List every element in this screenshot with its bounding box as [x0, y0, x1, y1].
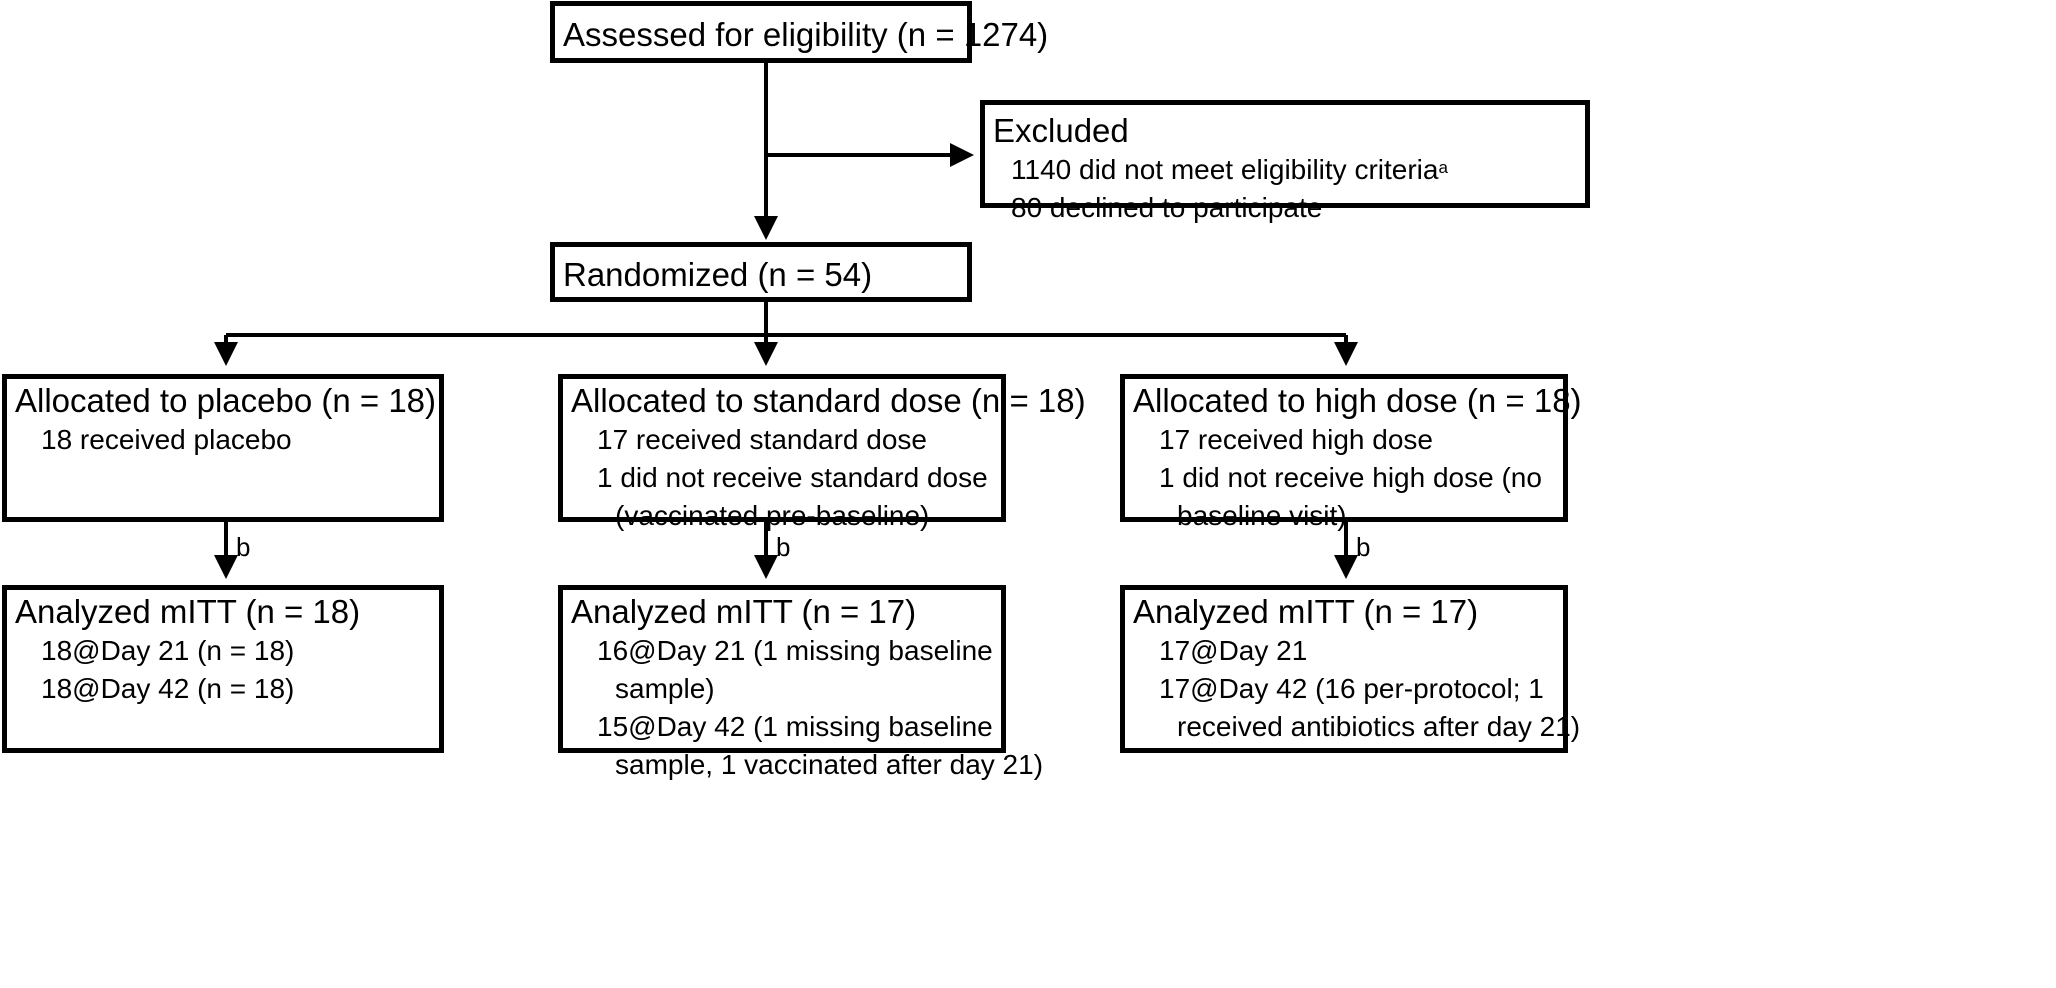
analysis-standard-item: 15@Day 42 (1 missing baseline: [597, 711, 993, 742]
assessed-box: Assessed for eligibility (n = 1274): [550, 1, 1049, 63]
analysis-high-item: 17@Day 42 (16 per-protocol; 1: [1159, 673, 1544, 704]
allocation-placebo-title: Allocated to placebo (n = 18): [15, 382, 437, 419]
allocation-high-item-continued: baseline visit): [1177, 500, 1347, 531]
allocation-standard-item-continued: (vaccinated pre-baseline): [615, 500, 930, 531]
analysis-placebo-item: 18@Day 42 (n = 18): [41, 673, 295, 704]
analysis-placebo-box: Analyzed mITT (n = 18) 18@Day 21 (n = 18…: [2, 585, 444, 753]
analysis-standard-item-continued: sample): [615, 673, 715, 704]
footnote-b-high: b: [1356, 532, 1371, 562]
analysis-high-box: Analyzed mITT (n = 17) 17@Day 21 17@Day …: [1120, 585, 1581, 753]
allocation-standard-item: 17 received standard dose: [597, 424, 927, 455]
footnote-b-standard: b: [776, 532, 791, 562]
analysis-high-item: 17@Day 21: [1159, 635, 1308, 666]
allocation-standard-item: 1 did not receive standard dose: [597, 462, 988, 493]
allocation-standard-title: Allocated to standard dose (n = 18): [571, 382, 1086, 419]
analysis-placebo-item: 18@Day 21 (n = 18): [41, 635, 295, 666]
allocation-standard-box: Allocated to standard dose (n = 18) 17 r…: [558, 374, 1086, 531]
allocation-placebo-item: 18 received placebo: [41, 424, 292, 455]
excluded-title: Excluded: [993, 112, 1129, 149]
analysis-standard-box: Analyzed mITT (n = 17) 16@Day 21 (1 miss…: [558, 585, 1043, 780]
analysis-high-title: Analyzed mITT (n = 17): [1133, 593, 1479, 630]
analysis-high-item-continued: received antibiotics after day 21): [1177, 711, 1581, 742]
analysis-standard-item-continued: sample, 1 vaccinated after day 21): [615, 749, 1044, 780]
analysis-standard-title: Analyzed mITT (n = 17): [571, 593, 917, 630]
footnote-a: a: [1438, 158, 1448, 177]
excluded-box: Excluded 1140 did not meet eligibility c…: [980, 100, 1590, 223]
footnote-b-placebo: b: [236, 532, 251, 562]
allocation-high-item: 17 received high dose: [1159, 424, 1433, 455]
allocation-high-item: 1 did not receive high dose (no: [1159, 462, 1542, 493]
excluded-item-declined: 80 declined to participate: [1011, 192, 1323, 223]
analysis-placebo-title: Analyzed mITT (n = 18): [15, 593, 361, 630]
assessed-title: Assessed for eligibility (n = 1274): [563, 16, 1049, 53]
allocation-high-box: Allocated to high dose (n = 18) 17 recei…: [1120, 374, 1582, 531]
analysis-standard-item: 16@Day 21 (1 missing baseline: [597, 635, 993, 666]
randomized-title: Randomized (n = 54): [563, 256, 873, 293]
randomized-box: Randomized (n = 54): [550, 242, 972, 302]
allocation-placebo-box: Allocated to placebo (n = 18) 18 receive…: [2, 374, 444, 522]
excluded-item-criteria: 1140 did not meet eligibility criteriaa: [1011, 154, 1448, 185]
allocation-high-title: Allocated to high dose (n = 18): [1133, 382, 1582, 419]
